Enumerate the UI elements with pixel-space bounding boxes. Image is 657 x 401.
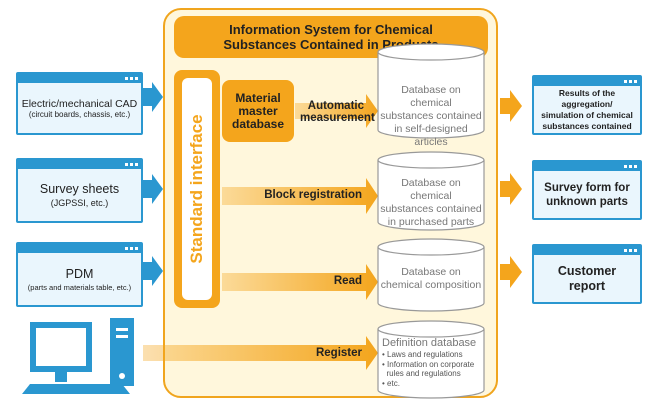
arrow-output-1	[500, 90, 522, 122]
database-3-text: Database on chemical composition	[380, 266, 482, 292]
input-cad-sub: (circuit boards, chassis, etc.)	[28, 109, 131, 119]
output-window-results: Results of the aggregation/ simulation o…	[532, 75, 642, 135]
db1-line-3: in self-designed articles	[394, 123, 468, 148]
label-block-registration: Block registration	[264, 189, 362, 201]
input-pdm-sub: (parts and materials table, etc.)	[27, 282, 132, 292]
database-cylinder-3	[377, 238, 485, 312]
database-cylinder-1	[377, 43, 485, 139]
output-results-line-1: Results of the aggregation/	[558, 87, 616, 109]
database-cylinder-2	[377, 151, 485, 231]
arrow-block-registration	[222, 178, 378, 214]
db4-bullet-4: • etc.	[382, 378, 400, 388]
arrow-output-2	[500, 173, 522, 205]
material-master-line-3: database	[231, 116, 285, 131]
input-window-cad: Electric/mechanical CAD (circuit boards,…	[16, 72, 143, 135]
arrow-read	[222, 264, 378, 300]
output-survey-line-2: unknown parts	[546, 195, 628, 208]
db4-title: Definition database	[382, 337, 477, 349]
input-cad-main: Electric/mechanical CAD	[21, 97, 138, 110]
input-survey-sub: (JGPSSI, etc.)	[50, 198, 109, 208]
input-survey-main: Survey sheets	[39, 182, 120, 196]
database-cylinder-4	[377, 320, 485, 399]
input-pdm-main: PDM	[65, 266, 94, 281]
label-automatic-line-2: measurement	[300, 112, 375, 124]
input-window-pdm: PDM (parts and materials table, etc.)	[16, 242, 143, 307]
label-register: Register	[315, 347, 362, 359]
database-4-text: Definition database • Laws and regulatio…	[382, 337, 484, 388]
label-automatic-line-1: Automatic	[307, 100, 364, 112]
db3-line-2: chemical composition	[380, 279, 482, 291]
standard-interface: Standard interface	[174, 70, 220, 308]
db4-bullet-3: rules and regulations	[382, 369, 461, 378]
db1-line-1: Database on chemical	[401, 84, 461, 109]
db4-bullet-1: • Laws and regulations	[382, 350, 463, 359]
output-survey-line-1: Survey form for	[544, 181, 630, 194]
label-read: Read	[333, 275, 362, 287]
db1-line-2: substances contained	[380, 110, 482, 122]
material-master-database: Material master database	[222, 80, 294, 142]
system-title: Information System for Chemical Substanc…	[174, 16, 488, 58]
db2-line-3: in purchased parts	[387, 216, 475, 228]
output-results-line-3: substances contained	[542, 120, 632, 131]
arrow-output-3	[500, 256, 522, 288]
computer-icon	[22, 318, 134, 394]
system-title-line-1: Information System for Chemical	[229, 22, 433, 37]
input-window-survey: Survey sheets (JGPSSI, etc.)	[16, 158, 143, 223]
output-report-line-1: Customer	[557, 263, 617, 278]
label-automatic-measurement: Automatic measurement	[300, 100, 375, 124]
output-results-line-2: simulation of chemical	[541, 109, 633, 120]
material-master-line-1: Material	[235, 90, 281, 105]
arrow-input-survey	[143, 174, 163, 204]
db2-line-2: substances contained	[380, 203, 482, 215]
arrow-input-cad	[143, 82, 163, 112]
db4-bullet-2: • Information on corporate	[382, 359, 475, 369]
output-report-line-2: report	[568, 278, 606, 293]
db3-line-1: Database on	[401, 266, 461, 278]
db2-line-1: Database on chemical	[401, 177, 461, 202]
database-1-text: Database on chemical substances containe…	[380, 84, 482, 149]
output-window-customer-report: Customer report	[532, 244, 642, 304]
output-window-survey-form: Survey form for unknown parts	[532, 160, 642, 220]
database-2-text: Database on chemical substances containe…	[380, 177, 482, 229]
arrow-register	[143, 336, 378, 370]
arrow-input-pdm	[143, 256, 163, 286]
material-master-line-2: master	[238, 103, 278, 118]
arrow-automatic-measurement	[295, 94, 378, 128]
